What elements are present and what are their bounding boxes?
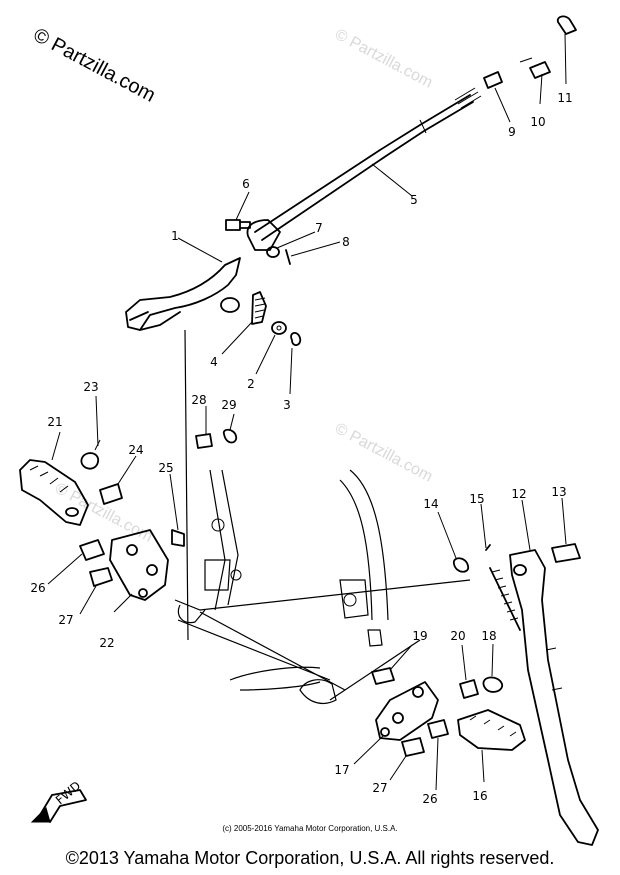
part-bolt-6 (225, 219, 251, 231)
callout-number: 11 (557, 91, 572, 105)
part-pin-24 (99, 483, 123, 505)
callout-number: 20 (450, 629, 465, 643)
callout-number: 27 (372, 781, 387, 795)
part-bracket-17 (375, 681, 439, 741)
callout-number: 15 (469, 492, 484, 506)
part-brake-rod (246, 87, 482, 251)
callout-number: 24 (128, 443, 143, 457)
callout-number: 18 (481, 629, 496, 643)
part-spring-18 (482, 676, 503, 693)
callout-number: 5 (410, 193, 418, 207)
part-brake-pedal (125, 257, 241, 331)
callout-number: 23 (83, 380, 98, 394)
part-joint-10 (519, 57, 551, 79)
callout-number: 13 (551, 485, 566, 499)
part-footrest-21 (19, 459, 89, 526)
callout-number: 17 (334, 763, 349, 777)
callout-number: 21 (47, 415, 62, 429)
callout-number: 22 (99, 636, 114, 650)
callout-number: 6 (242, 177, 250, 191)
callout-number: 14 (423, 497, 438, 511)
callout-number: 12 (511, 487, 526, 501)
callout-number: 28 (191, 393, 206, 407)
frame-structure (174, 329, 471, 705)
part-bracket-22 (109, 529, 169, 601)
callout-number: 26 (30, 581, 45, 595)
part-bolt-19 (371, 667, 395, 685)
fwd-arrow-icon: FWD (30, 779, 87, 823)
callout-number: 3 (283, 398, 291, 412)
part-bolt-27-left (89, 567, 113, 587)
part-side-stand-12 (509, 549, 599, 846)
footer-copyright: ©2013 Yamaha Motor Corporation, U.S.A. A… (65, 848, 555, 868)
part-bolt-25 (171, 529, 185, 547)
callout-number: 16 (472, 789, 487, 803)
part-footrest-16 (457, 709, 526, 751)
callout-number: 7 (315, 221, 323, 235)
part-spring-4 (251, 291, 267, 325)
callout-number: 27 (58, 613, 73, 627)
part-nut-20 (459, 679, 479, 699)
part-nut-14 (453, 557, 469, 573)
callout-number: 10 (530, 115, 545, 129)
part-pin-11 (556, 15, 577, 35)
small-copyright: (c) 2005-2016 Yamaha Motor Corporation, … (222, 824, 398, 833)
part-stand-spring-15 (485, 544, 521, 631)
part-washer-7 (266, 246, 280, 258)
part-pivot-bolt-13 (551, 543, 581, 563)
part-spring-9 (483, 71, 503, 89)
part-spring-23 (80, 439, 101, 470)
callout-number: 19 (412, 629, 427, 643)
part-washer-2 (271, 321, 287, 335)
callout-number: 8 (342, 235, 350, 249)
part-pin-8 (285, 249, 291, 265)
part-clip-3 (290, 332, 302, 346)
callout-number: 25 (158, 461, 173, 475)
part-nut-29 (222, 428, 238, 444)
callout-number: 29 (221, 398, 236, 412)
fwd-label: FWD (53, 779, 83, 808)
part-bolt-26-left (79, 539, 105, 561)
callout-number: 26 (422, 792, 437, 806)
part-bolt-28 (195, 433, 213, 449)
leader-lines (47, 33, 567, 791)
callout-number: 1 (171, 229, 179, 243)
part-bolt-26-right (427, 719, 449, 739)
part-bolt-27-right (401, 737, 425, 757)
callout-number: 9 (508, 125, 516, 139)
callout-number: 4 (210, 355, 218, 369)
callout-number: 2 (247, 377, 255, 391)
